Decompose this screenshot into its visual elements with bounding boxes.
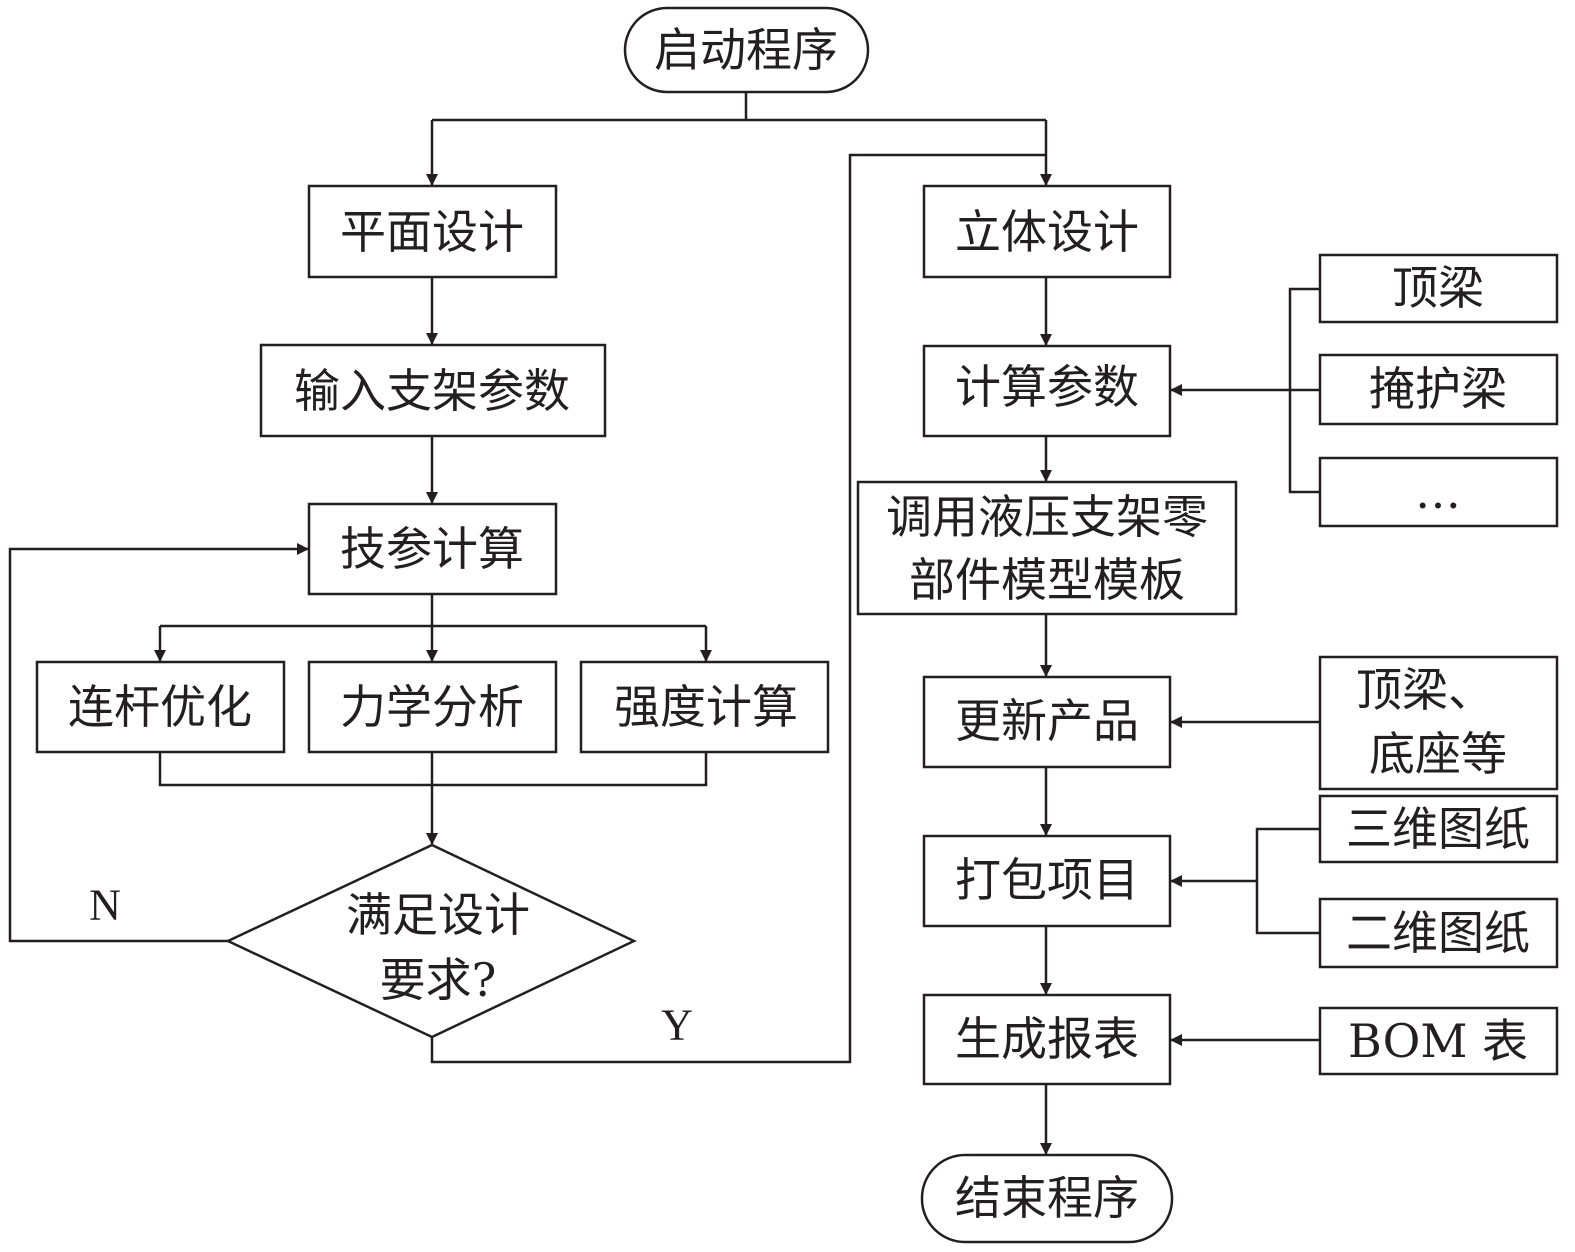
connectors bbox=[8, 92, 1320, 1155]
tech-calc-node: 技参计算 bbox=[307, 502, 558, 596]
linkage-opt-node: 连杆优化 bbox=[35, 660, 286, 754]
no-label: N bbox=[89, 881, 121, 930]
drawing-3d-label: 三维图纸 bbox=[1346, 802, 1530, 856]
drawing-2d-input: 二维图纸 bbox=[1318, 897, 1559, 969]
end-node: 结束程序 bbox=[920, 1153, 1174, 1244]
more-label: … bbox=[1415, 465, 1461, 519]
tech-calc-label: 技参计算 bbox=[340, 522, 524, 576]
generate-report-label: 生成报表 bbox=[955, 1012, 1139, 1066]
mechanics-node: 力学分析 bbox=[307, 660, 558, 754]
start-label: 启动程序 bbox=[654, 23, 838, 77]
linkage-opt-label: 连杆优化 bbox=[68, 680, 252, 734]
plane-design-label: 平面设计 bbox=[340, 205, 524, 259]
calc-params-label: 计算参数 bbox=[955, 360, 1139, 414]
decision-label-line1: 满足设计 bbox=[346, 888, 530, 942]
drawing-3d-input: 三维图纸 bbox=[1318, 794, 1559, 864]
strength-node: 强度计算 bbox=[579, 660, 830, 754]
update-product-label: 更新产品 bbox=[955, 694, 1139, 748]
bom-input: BOM 表 bbox=[1318, 1006, 1559, 1076]
call-template-label-line1: 调用液压支架零 bbox=[886, 490, 1208, 544]
call-template-label-line2: 部件模型模板 bbox=[909, 553, 1185, 607]
drawing-2d-label: 二维图纸 bbox=[1346, 906, 1530, 960]
top-beam-label: 顶梁 bbox=[1392, 261, 1484, 315]
decision-label-line2: 要求? bbox=[380, 953, 497, 1007]
yes-label: Y bbox=[661, 1001, 693, 1050]
package-project-label: 打包项目 bbox=[955, 853, 1139, 907]
bom-label: BOM 表 bbox=[1348, 1014, 1528, 1068]
parts-input: 顶梁、 底座等 bbox=[1318, 655, 1559, 791]
shield-beam-input: 掩护梁 bbox=[1318, 353, 1559, 426]
start-node: 启动程序 bbox=[623, 6, 870, 94]
update-product-node: 更新产品 bbox=[922, 675, 1172, 769]
solid-design-label: 立体设计 bbox=[955, 205, 1139, 259]
decision-node: 满足设计 要求? bbox=[225, 843, 637, 1039]
solid-design-node: 立体设计 bbox=[922, 184, 1172, 279]
shield-beam-label: 掩护梁 bbox=[1369, 362, 1507, 416]
mechanics-label: 力学分析 bbox=[340, 680, 524, 734]
calc-params-node: 计算参数 bbox=[922, 344, 1172, 438]
more-input: … bbox=[1318, 456, 1559, 528]
generate-report-node: 生成报表 bbox=[922, 993, 1172, 1086]
parts-label-line2: 底座等 bbox=[1369, 727, 1507, 781]
call-template-node: 调用液压支架零 部件模型模板 bbox=[856, 480, 1238, 616]
input-params-node: 输入支架参数 bbox=[259, 343, 607, 438]
input-params-label: 输入支架参数 bbox=[294, 364, 570, 418]
package-project-node: 打包项目 bbox=[922, 834, 1172, 928]
strength-label: 强度计算 bbox=[614, 680, 798, 734]
parts-label-line1: 顶梁、 bbox=[1356, 663, 1494, 717]
end-label: 结束程序 bbox=[955, 1171, 1139, 1225]
plane-design-node: 平面设计 bbox=[307, 184, 558, 279]
top-beam-input: 顶梁 bbox=[1318, 253, 1559, 324]
